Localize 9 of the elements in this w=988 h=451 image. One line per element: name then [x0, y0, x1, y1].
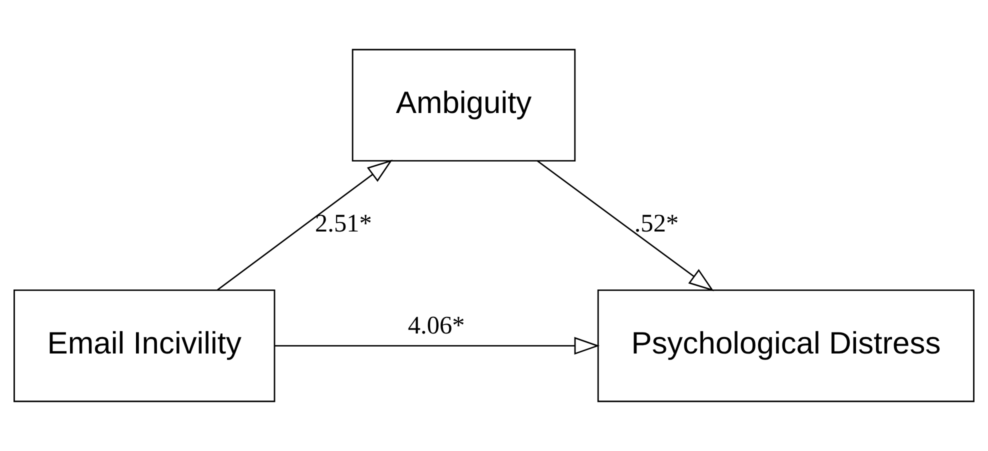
edge-label: 2.51* — [314, 210, 372, 238]
arrow — [274, 336, 600, 355]
arrow — [536, 160, 714, 292]
node-box: Email Incivility — [14, 290, 276, 402]
edge-label: .52* — [634, 210, 679, 238]
edge-label: 4.06* — [408, 312, 465, 340]
node-box: Psychological Distress — [597, 290, 974, 402]
node-box: Ambiguity — [352, 48, 576, 162]
arrow — [217, 160, 393, 291]
